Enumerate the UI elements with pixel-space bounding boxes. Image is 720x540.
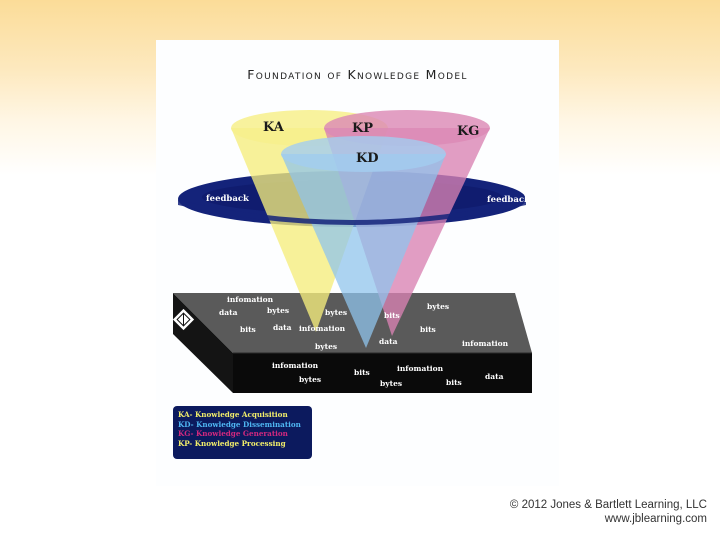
platform-top: [173, 293, 532, 353]
copyright-line: © 2012 Jones & Bartlett Learning, LLC: [509, 499, 707, 511]
platform-word: bits: [420, 325, 436, 334]
platform-word: bytes: [267, 306, 290, 315]
platform-word: bytes: [325, 308, 348, 317]
legend-item-ka: KA- Knowledge Acquisition: [178, 410, 288, 419]
platform-word: bytes: [315, 342, 338, 351]
platform-word: infomation: [462, 339, 509, 348]
legend: KA- Knowledge Acquisition KD- Knowledge …: [173, 406, 312, 459]
diagram-graphic: [172, 110, 532, 393]
platform-word: infomation: [272, 361, 319, 370]
copyright-notice: © 2012 Jones & Bartlett Learning, LLC ww…: [510, 499, 707, 526]
cone-kd: [281, 136, 446, 348]
platform-word: bytes: [299, 375, 322, 384]
platform-word: bytes: [380, 379, 403, 388]
platform-word: data: [379, 337, 398, 346]
platform-word: bits: [384, 311, 400, 320]
cone-label-kd: KD: [356, 151, 379, 166]
platform-word: data: [273, 323, 292, 332]
platform-word: bits: [240, 325, 256, 334]
cone-label-ka: KA: [263, 120, 284, 135]
platform-word: bits: [446, 378, 462, 387]
knowledge-model-figure: Foundation of Knowledge Model KA KP KG K…: [156, 40, 559, 486]
platform-word: bits: [354, 368, 370, 377]
feedback-label-right: feedback: [487, 195, 530, 205]
platform-word: infomation: [299, 324, 346, 333]
copyright-url: www.jblearning.com: [604, 512, 707, 525]
platform-word: bytes: [427, 302, 450, 311]
platform-word: data: [219, 308, 238, 317]
platform-word: infomation: [397, 364, 444, 373]
platform-word: infomation: [227, 295, 274, 304]
platform-word: data: [485, 372, 504, 381]
platform-bottom-face: [233, 353, 532, 393]
cone-label-kp: KP: [352, 121, 374, 136]
legend-item-kg: KG- Knowledge Generation: [178, 429, 288, 439]
feedback-label-left: feedback: [206, 194, 249, 204]
cone-label-kg: KG: [457, 124, 480, 139]
diagram-title: Foundation of Knowledge Model: [247, 67, 468, 82]
legend-item-kd: KD- Knowledge Dissemination: [178, 419, 301, 429]
legend-item-kp: KP- Knowledge Processing: [178, 438, 286, 448]
